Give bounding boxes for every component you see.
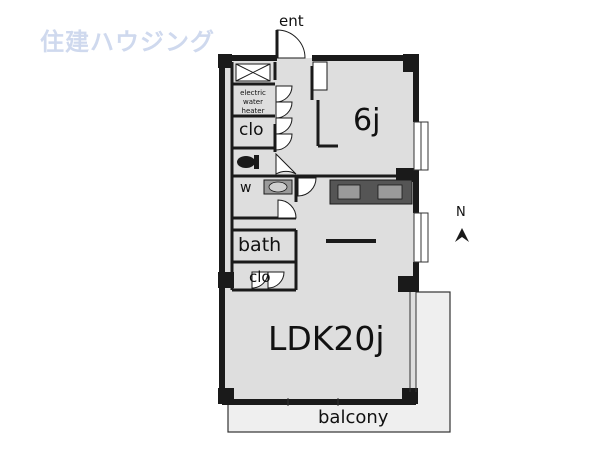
toilet-icon — [237, 155, 259, 169]
closet-upper-label: clo — [239, 120, 264, 140]
washroom-label: w — [240, 180, 252, 196]
kitchen-counter — [329, 179, 413, 205]
bedroom-label: 6j — [353, 103, 381, 138]
bath-label: bath — [238, 234, 282, 256]
north-arrow-icon — [455, 228, 469, 242]
ldk-window — [409, 292, 417, 392]
columns — [218, 54, 419, 404]
counter-dash — [326, 239, 376, 243]
north-label: N — [456, 205, 466, 220]
ldk-label: LDK20j — [268, 319, 385, 358]
balcony-door — [232, 399, 402, 405]
interior-doors — [251, 85, 317, 289]
closet-lower-label: clo — [249, 268, 271, 286]
entrance-label: ent — [279, 12, 304, 30]
company-logo: 住建ハウジング — [40, 28, 215, 56]
entrance-door — [275, 29, 306, 59]
storage-box — [235, 63, 271, 82]
washbasin-icon — [263, 179, 293, 195]
balcony-ticks — [287, 398, 339, 406]
shoe-cabinet — [312, 61, 328, 91]
balcony-label: balcony — [318, 407, 389, 428]
water-heater-label: electric water heater — [240, 89, 266, 115]
east-windows — [413, 121, 429, 263]
